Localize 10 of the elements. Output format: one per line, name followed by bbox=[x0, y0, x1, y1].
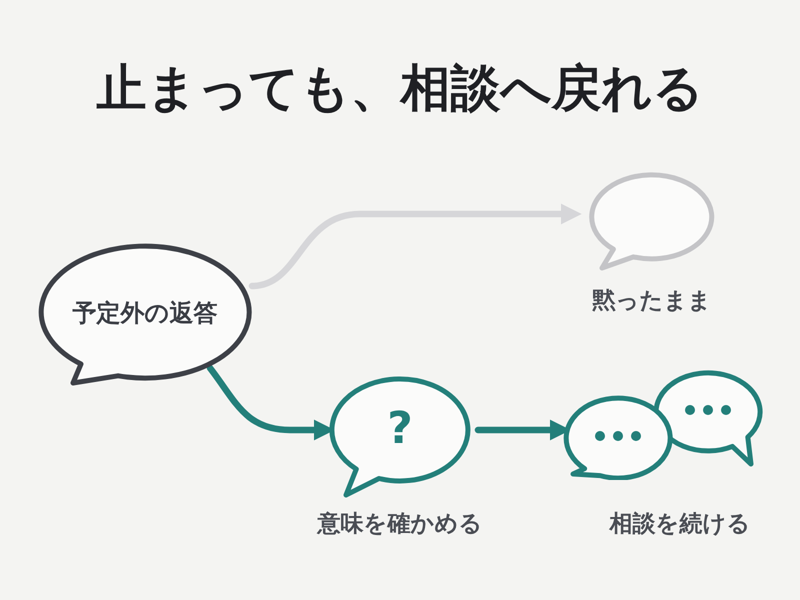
speech-bubble bbox=[588, 172, 716, 272]
bubble-caption: 相談を続ける bbox=[610, 510, 750, 539]
bubble-caption: 黙ったまま bbox=[592, 287, 712, 316]
title: 止まっても、相談へ戻れる bbox=[96, 58, 704, 119]
question-mark: ? bbox=[386, 402, 414, 454]
bubble-text: 予定外の返答 bbox=[72, 298, 218, 330]
bubble-caption: 意味を確かめる bbox=[318, 510, 482, 539]
arrow bbox=[248, 204, 582, 290]
chat-bubbles-drawing bbox=[563, 368, 763, 480]
speech-bubble bbox=[328, 375, 472, 500]
